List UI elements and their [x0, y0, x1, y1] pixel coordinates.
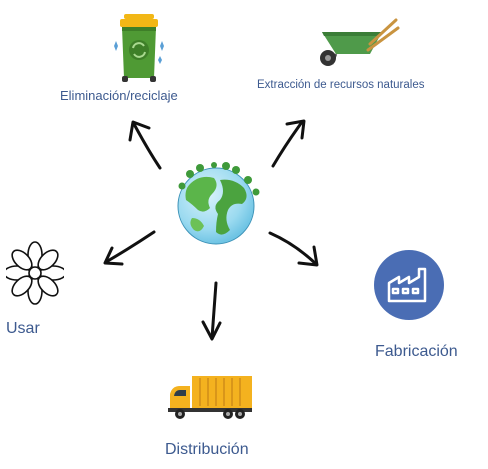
- factory-icon: [373, 249, 445, 326]
- arrow-to-eliminacion: [132, 122, 162, 170]
- arrowhead-fabricacion: [297, 245, 319, 267]
- truck-icon: [166, 374, 254, 425]
- arrowhead-distribucion: [201, 320, 222, 341]
- flower-icon: [3, 240, 67, 311]
- arrowhead-usar: [103, 246, 124, 266]
- arrowhead-eliminacion: [128, 120, 151, 142]
- label-usar: Usar: [6, 320, 40, 337]
- arrow-to-extraccion: [271, 120, 304, 168]
- arrow-to-distribucion: [210, 281, 218, 340]
- recycling-bin-icon: [108, 12, 170, 89]
- label-distribucion: Distribución: [165, 441, 249, 458]
- label-eliminacion: Eliminación/reciclaje: [60, 88, 178, 103]
- arrow-to-usar: [104, 230, 156, 264]
- arrowhead-extraccion: [285, 119, 306, 140]
- wheelbarrow-icon: [310, 14, 402, 75]
- arrow-to-fabricacion: [268, 231, 318, 266]
- label-extraccion: Extracción de recursos naturales: [257, 79, 425, 91]
- label-fabricacion: Fabricación: [375, 343, 458, 360]
- earth-globe-icon: [170, 160, 266, 253]
